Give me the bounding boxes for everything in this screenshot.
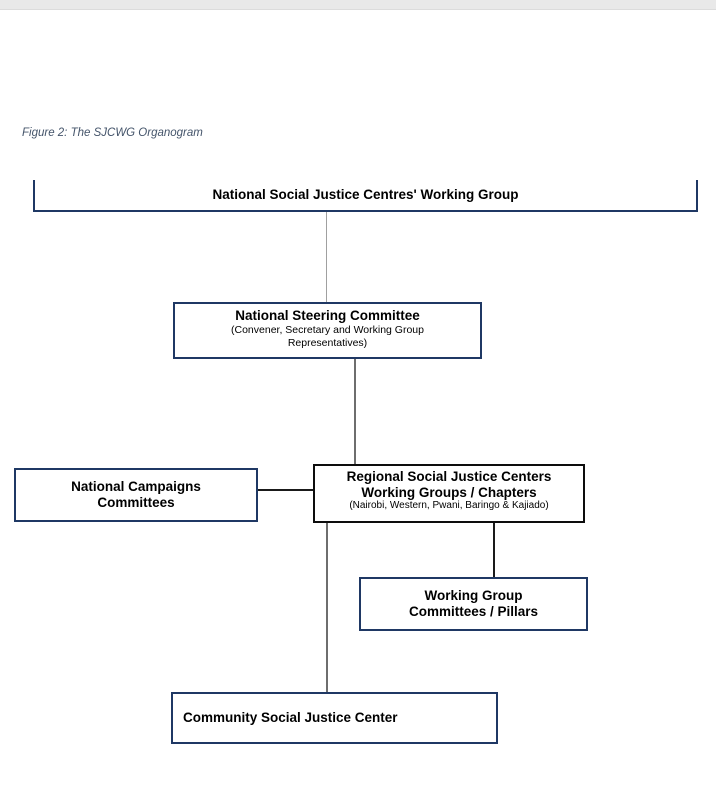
node-national-working-group-title: National Social Justice Centres' Working… [212,186,519,202]
node-regional-title-line2: Working Groups / Chapters [361,484,537,500]
node-campaigns-title-line1: National Campaigns [71,478,201,494]
connector-working-group-to-steering [326,212,327,302]
node-national-working-group: National Social Justice Centres' Working… [33,180,698,212]
connector-steering-to-regional [354,359,356,464]
node-community-title: Community Social Justice Center [183,709,398,725]
node-pillars-title-line1: Working Group [424,587,523,603]
node-national-campaigns-committees: National Campaigns Committees [14,468,258,522]
node-community-social-justice-center: Community Social Justice Center [171,692,498,744]
node-regional-subtitle: (Nairobi, Western, Pwani, Baringo & Kaji… [349,500,549,512]
node-steering-subtitle-line1: (Convener, Secretary and Working Group [231,324,424,337]
node-steering-title: National Steering Committee [235,308,420,323]
node-pillars-title-line2: Committees / Pillars [408,604,539,619]
node-steering-subtitle-line2: Representatives) [287,336,368,349]
connector-regional-to-pillars [493,523,495,577]
node-national-steering-committee: National Steering Committee (Convener, S… [173,302,482,359]
node-working-group-committees-pillars: Working Group Committees / Pillars [359,577,588,631]
connector-regional-to-community [326,523,328,692]
node-regional-centers-working-groups: Regional Social Justice Centers Working … [313,464,585,523]
connector-campaigns-to-regional [258,489,313,491]
page-top-strip [0,0,716,10]
figure-caption: Figure 2: The SJCWG Organogram [22,127,203,139]
node-campaigns-title-line2: Committees [97,495,175,510]
node-regional-title-line1: Regional Social Justice Centers [346,469,552,484]
